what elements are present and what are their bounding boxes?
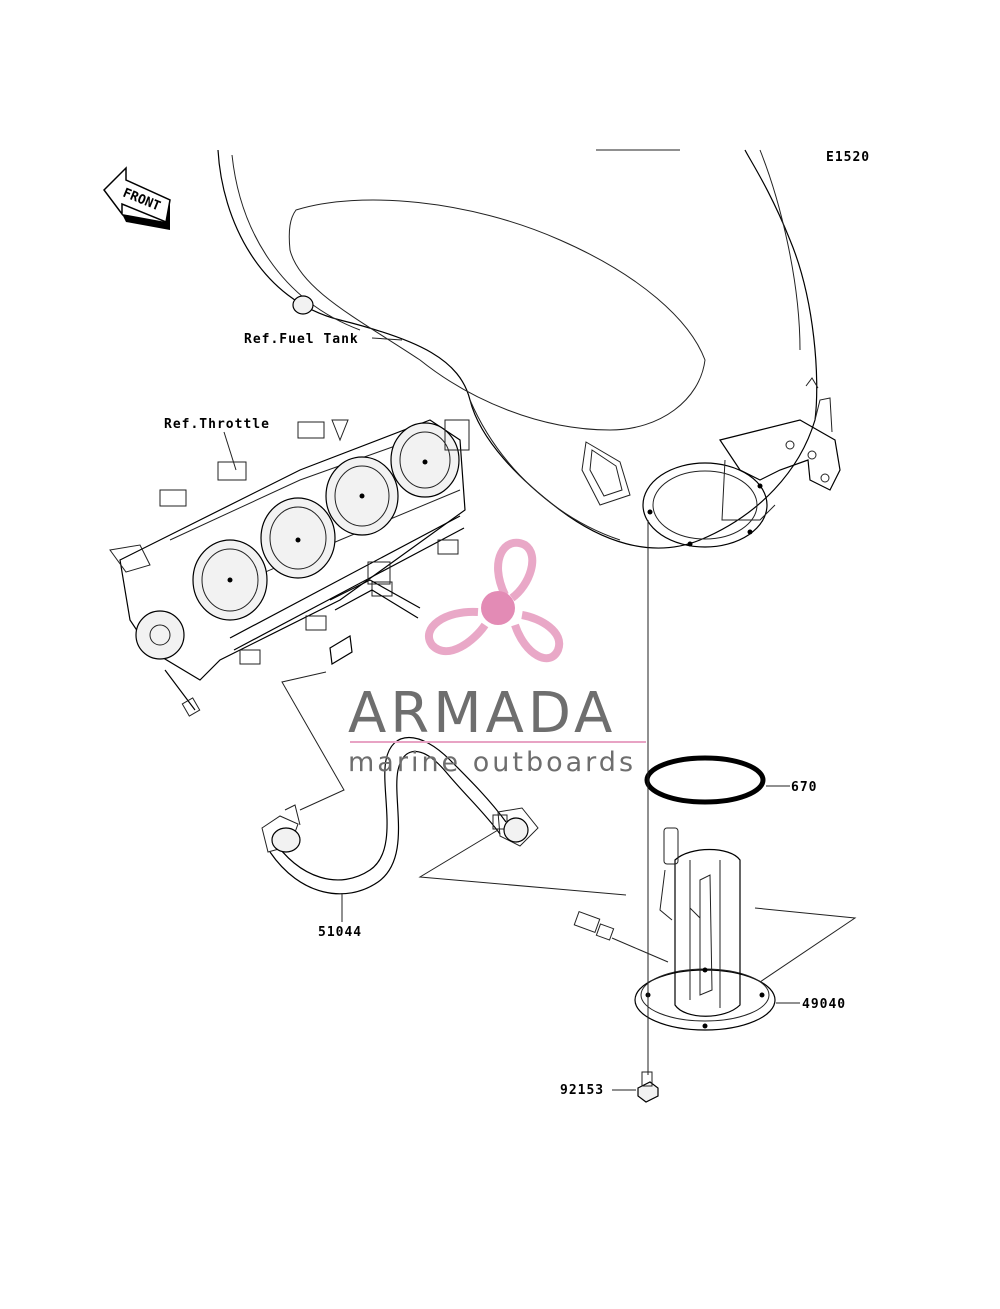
leader-lines bbox=[223, 337, 857, 1091]
fuel-pump-drawing bbox=[573, 827, 776, 1031]
watermark: ARMADA marine outboards bbox=[348, 539, 646, 778]
ref-fuel-tank-label: Ref.Fuel Tank bbox=[244, 332, 359, 347]
fuel-hose-drawing bbox=[261, 737, 539, 895]
part-number-92153: 92153 bbox=[560, 1083, 604, 1098]
fuel-tank-drawing bbox=[217, 149, 841, 549]
part-number-670: 670 bbox=[791, 780, 817, 795]
ref-throttle-label: Ref.Throttle bbox=[164, 417, 270, 432]
bolt-drawing bbox=[637, 1071, 659, 1103]
part-number-49040: 49040 bbox=[802, 997, 846, 1012]
front-arrow-icon: FRONT bbox=[103, 166, 171, 230]
watermark-brand: ARMADA bbox=[348, 681, 616, 746]
throttle-body-drawing bbox=[109, 419, 470, 717]
propeller-logo-icon bbox=[425, 539, 564, 663]
diagram-code: E1520 bbox=[826, 150, 870, 165]
watermark-tagline: marine outboards bbox=[348, 747, 636, 778]
o-ring-gasket-drawing bbox=[644, 755, 766, 805]
part-number-51044: 51044 bbox=[318, 925, 362, 940]
